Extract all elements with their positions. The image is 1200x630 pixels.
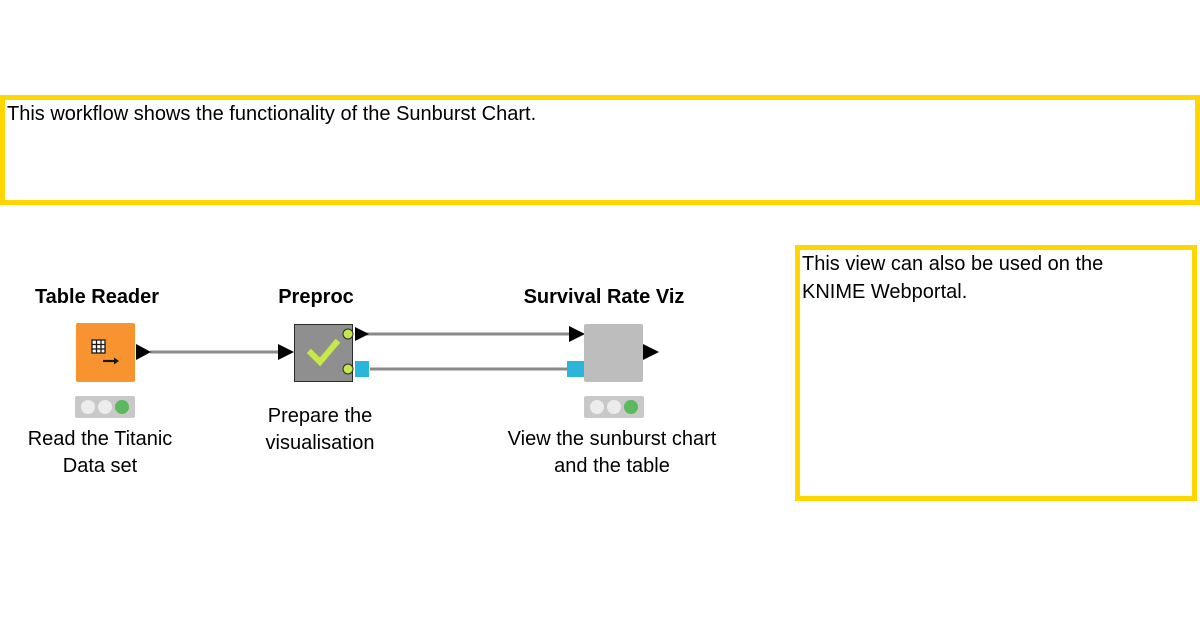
status-light-yellow: [607, 400, 621, 414]
status-indicator-table-reader: [75, 396, 135, 418]
viz-data-input-port: [569, 326, 585, 342]
status-light-green: [624, 400, 638, 414]
status-indicator-survival-rate-viz: [584, 396, 644, 418]
status-light-red: [81, 400, 95, 414]
table-reader-icon: [91, 339, 119, 365]
status-light-green: [115, 400, 129, 414]
preproc-data-output-port: [355, 327, 369, 341]
node-table-reader[interactable]: [76, 323, 135, 382]
node-description-line-2: and the table: [554, 455, 670, 477]
viz-output-port: [643, 344, 659, 360]
checkmark-icon: [306, 338, 341, 367]
workflow-annotation-right[interactable]: This view can also be used on the KNIME …: [795, 245, 1197, 501]
node-description-line-1: Read the Titanic: [27, 428, 173, 450]
status-light-red: [590, 400, 604, 414]
annotation-text: This workflow shows the functionality of…: [7, 103, 537, 125]
viz-flowvar-input-port: [567, 361, 584, 377]
node-survival-rate-viz[interactable]: [584, 324, 643, 382]
annotation-text-line-1: This view can also be used on the: [802, 253, 1104, 275]
node-description-preproc[interactable]: Prepare the visualisation: [220, 403, 420, 457]
node-description-line-1: View the sunburst chart: [507, 428, 717, 450]
preproc-flowvar-output-port: [355, 361, 369, 377]
workflow-annotation-top[interactable]: This workflow shows the functionality of…: [0, 95, 1200, 205]
node-description-table-reader[interactable]: Read the Titanic Data set: [0, 426, 200, 480]
node-title-table-reader[interactable]: Table Reader: [34, 286, 160, 308]
annotation-text-line-2: KNIME Webportal.: [802, 281, 968, 303]
node-description-line-2: Data set: [62, 455, 138, 477]
node-title-survival-rate-viz[interactable]: Survival Rate Viz: [523, 286, 685, 308]
node-description-survival-rate-viz[interactable]: View the sunburst chart and the table: [482, 426, 742, 480]
node-description-line-2: visualisation: [265, 432, 375, 454]
preproc-input-port: [278, 344, 294, 360]
status-light-yellow: [98, 400, 112, 414]
reader-output-port: [136, 344, 151, 360]
node-title-preproc[interactable]: Preproc: [278, 286, 354, 308]
node-description-line-1: Prepare the: [267, 405, 373, 427]
node-preproc[interactable]: [294, 324, 353, 382]
